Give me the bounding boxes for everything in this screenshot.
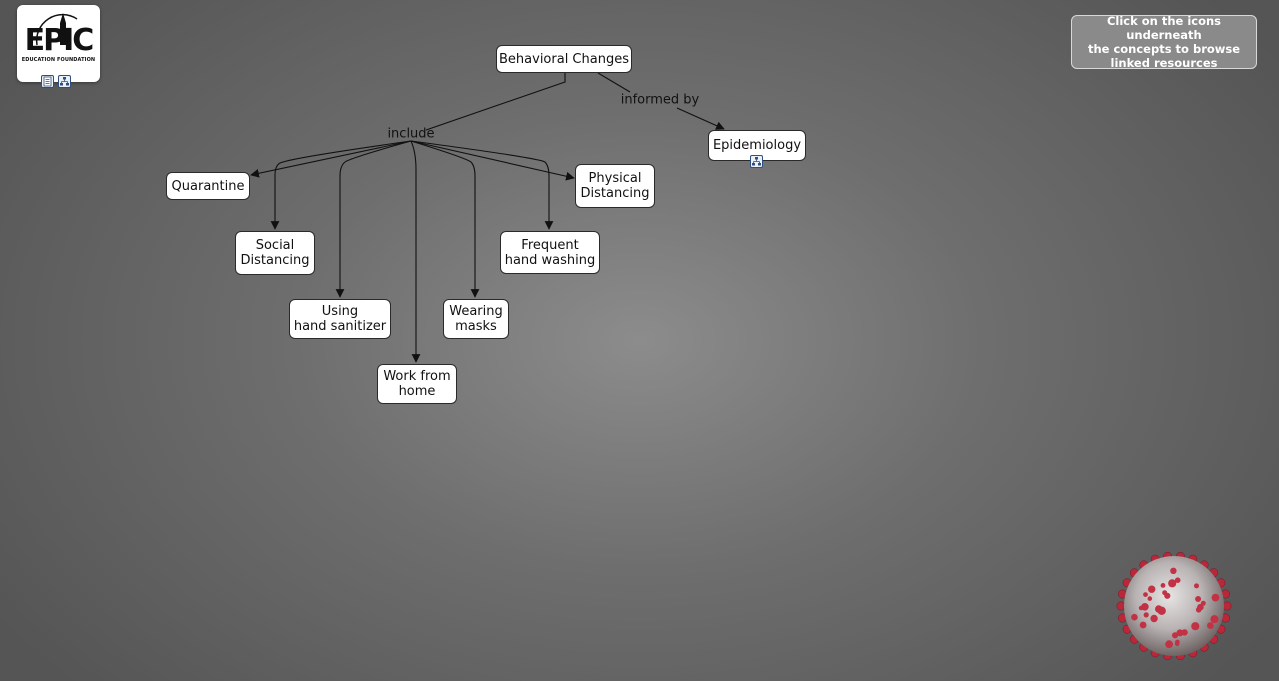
concept-map-icon[interactable] <box>58 75 71 88</box>
virus-surface-dot <box>1139 621 1147 629</box>
epic-logo: EPIC EDUCATION FOUNDATION <box>17 5 100 82</box>
virus-surface-dot <box>1174 641 1180 647</box>
edge-include-to-social-distancing <box>270 140 412 230</box>
edge-include-to-hand-sanitizer <box>335 140 412 298</box>
edge-include-to-quarantine <box>250 140 412 178</box>
virus-surface-dot <box>1160 583 1166 588</box>
virus-surface-dot <box>1150 614 1158 623</box>
logo-subtitle: EDUCATION FOUNDATION <box>21 57 96 63</box>
virus-surface-dot <box>1141 603 1149 611</box>
virus-surface-dot <box>1131 613 1138 621</box>
virus-surface-dot <box>1195 596 1202 602</box>
edge-include-to-hand-washing <box>410 140 554 230</box>
concept-quarantine[interactable]: Quarantine <box>166 172 250 200</box>
virus-spike <box>1116 601 1126 611</box>
virus-surface-dot <box>1194 583 1199 589</box>
virus-surface-dot <box>1165 640 1173 649</box>
concept-social-distancing[interactable]: Social Distancing <box>235 231 315 275</box>
virus-surface-dot <box>1210 615 1219 624</box>
virus-surface-dot <box>1147 596 1153 601</box>
concept-physical-distancing[interactable]: Physical Distancing <box>575 164 655 208</box>
concept-frequent-hand-washing[interactable]: Frequent hand washing <box>500 231 600 274</box>
virus-surface-dot <box>1211 593 1220 602</box>
edge-root-to-informed-by <box>597 72 631 93</box>
concept-map-icon[interactable] <box>750 155 763 168</box>
virus-surface-dot <box>1148 585 1156 593</box>
rocket-icon <box>35 13 78 46</box>
edge-include-to-physical-distancing <box>410 140 575 181</box>
help-instructions: Click on the icons underneath the concep… <box>1071 14 1257 70</box>
concept-behavioral-changes[interactable]: Behavioral Changes <box>496 45 632 73</box>
virus-surface-dot <box>1143 592 1148 597</box>
virus-surface-dot <box>1168 579 1177 588</box>
virus-spike <box>1222 601 1232 611</box>
virus-surface-dot <box>1208 623 1214 629</box>
edge-root-to-include <box>425 72 566 131</box>
concept-wearing-masks[interactable]: Wearing masks <box>443 299 509 339</box>
virus-surface-dot <box>1174 577 1181 583</box>
virus-surface-dot <box>1162 590 1168 596</box>
virus-surface-dot <box>1143 612 1149 618</box>
edge-include-to-work-from-home <box>410 140 421 363</box>
concept-work-from-home[interactable]: Work from home <box>377 364 457 404</box>
virus-surface-dot <box>1197 603 1204 611</box>
virus-surface-dot <box>1155 605 1163 613</box>
edge-include-to-wearing-masks <box>410 140 480 298</box>
virus-surface-dot <box>1176 629 1184 637</box>
link-label-informed-by: informed by <box>620 92 700 108</box>
virus-surface-dot <box>1170 567 1177 574</box>
concept-using-hand-sanitizer[interactable]: Using hand sanitizer <box>289 299 391 339</box>
logo-wordmark: EPIC <box>24 23 95 58</box>
virus-surface-dot <box>1191 622 1200 631</box>
link-label-include: include <box>387 126 435 142</box>
coronavirus-image <box>1116 551 1232 661</box>
edge-informed-by-to-epidemiology <box>676 107 725 130</box>
document-list-icon[interactable] <box>41 75 54 88</box>
